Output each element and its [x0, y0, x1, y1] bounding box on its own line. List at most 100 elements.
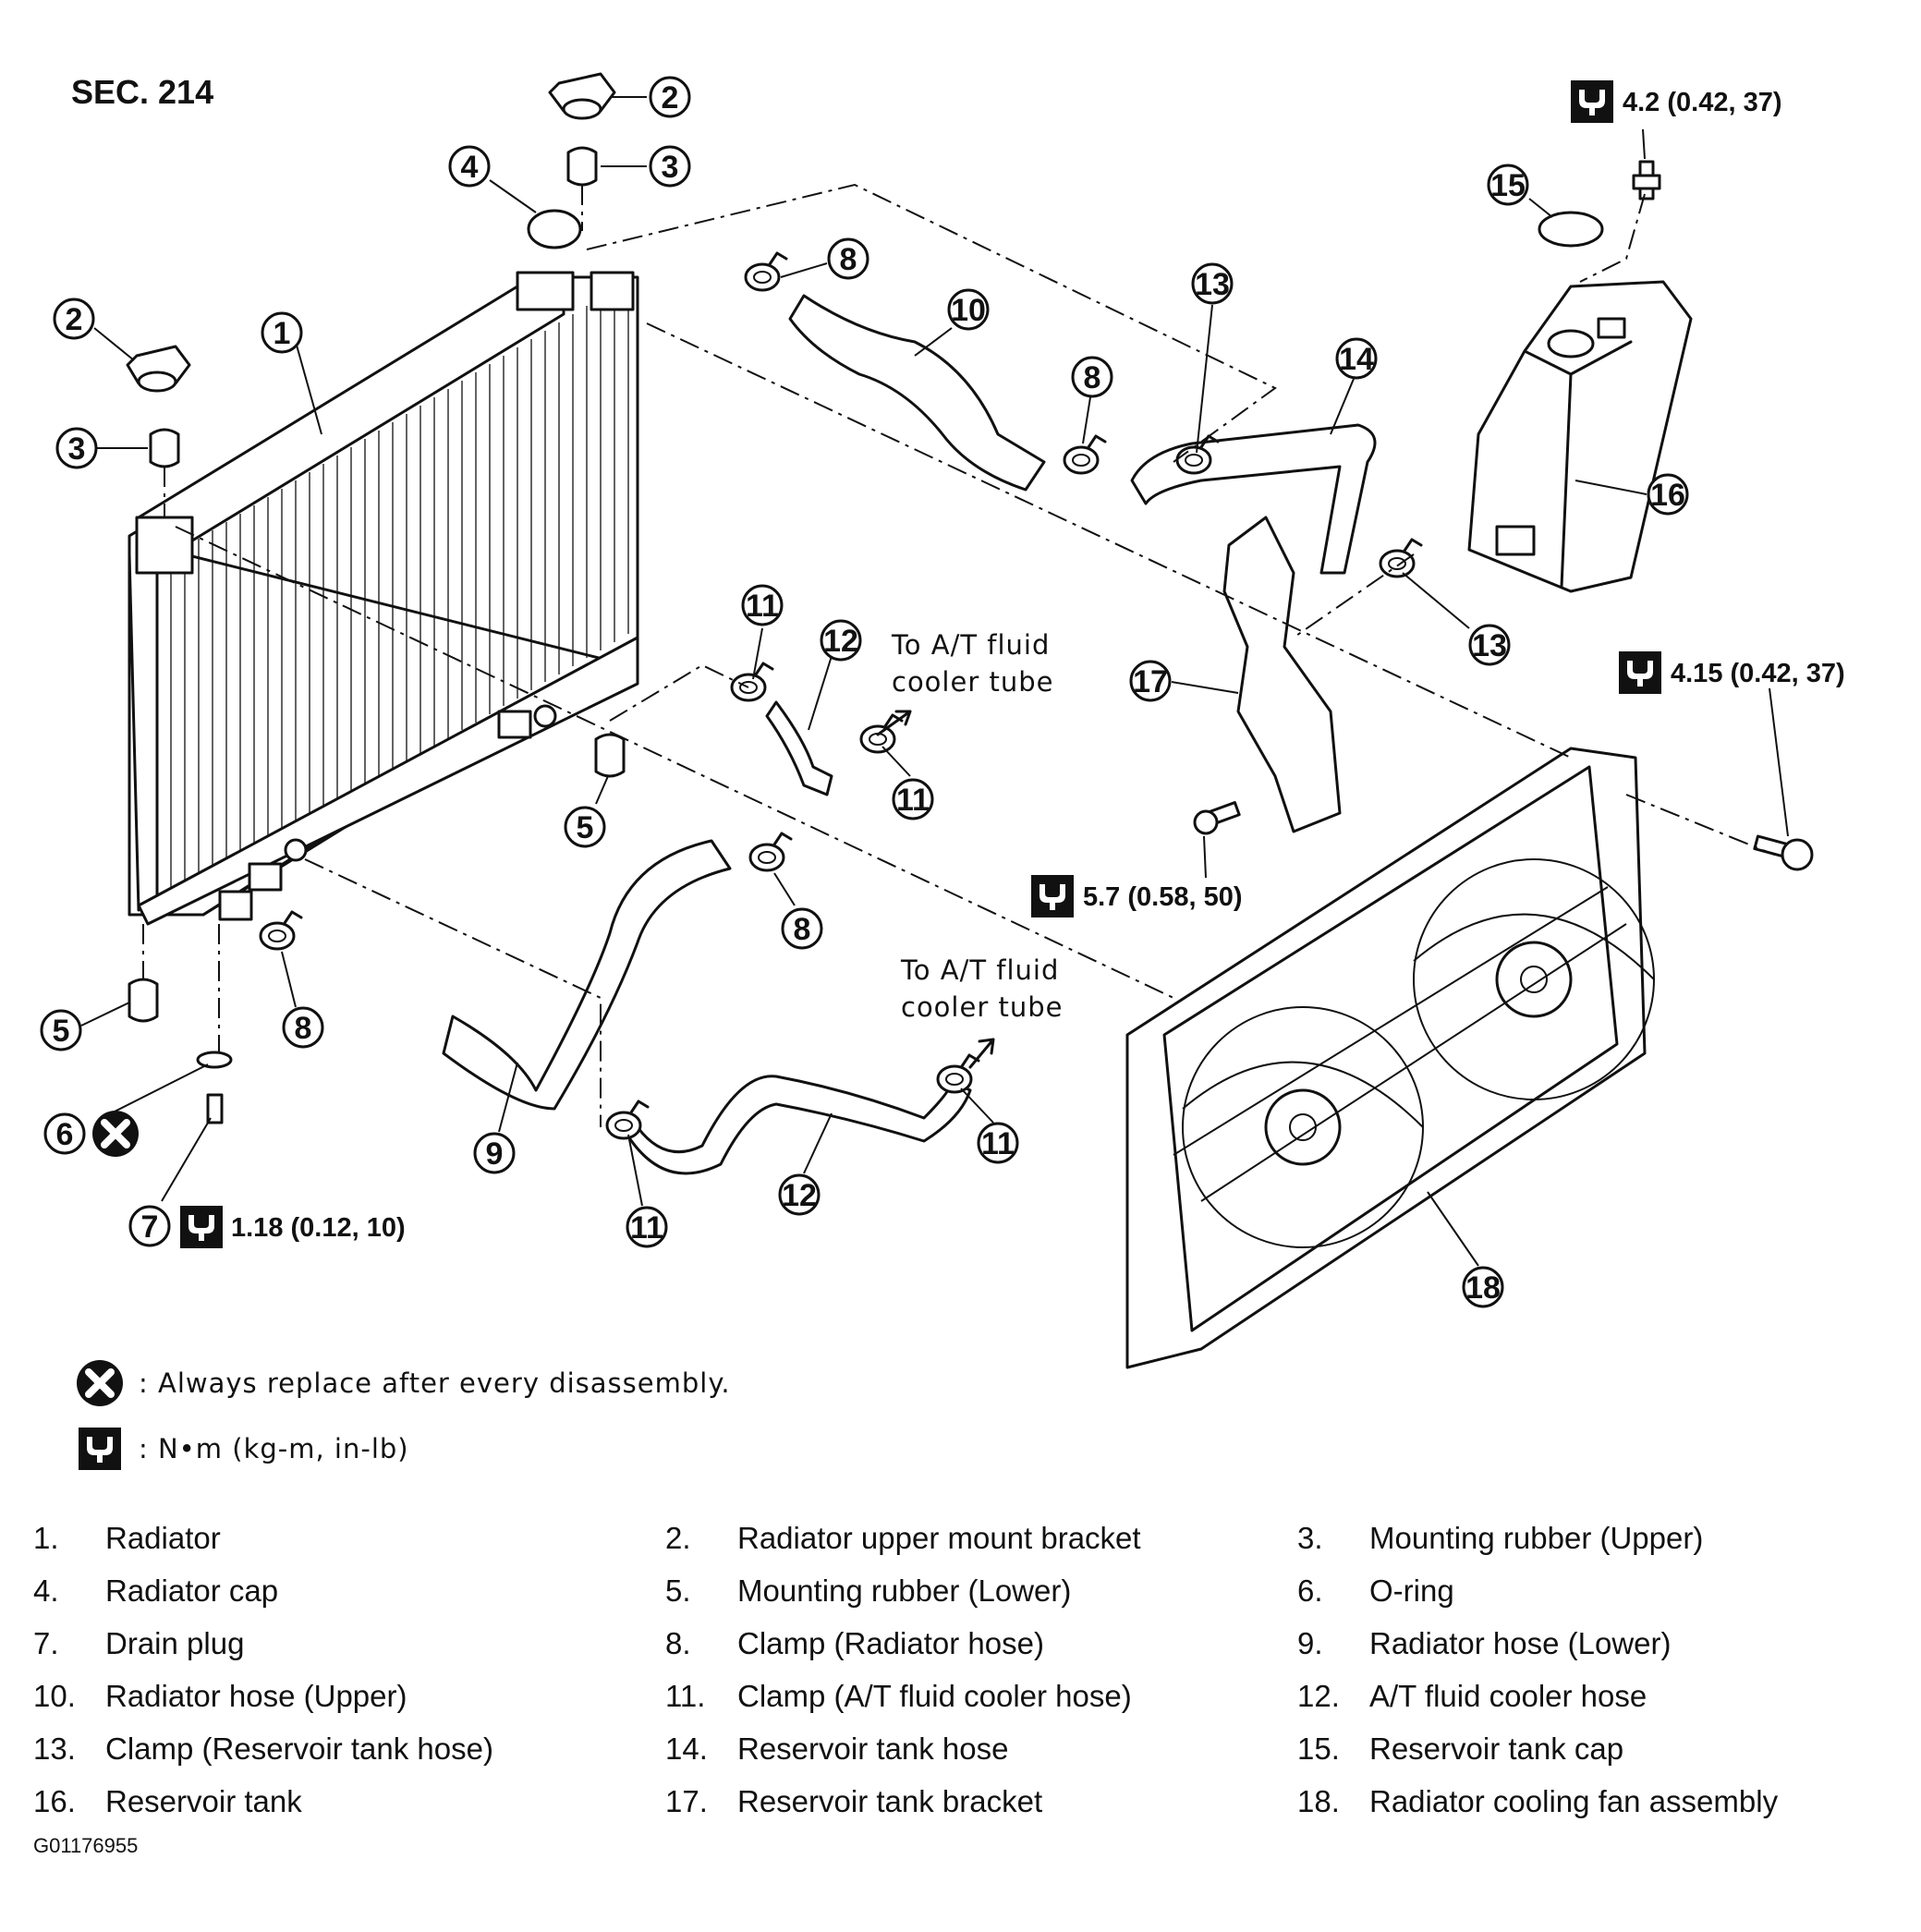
reservoir-bolt — [1632, 160, 1661, 200]
legend-number: 18. — [1297, 1784, 1340, 1818]
svg-text:5: 5 — [577, 810, 594, 845]
torque-drain-plug: 1.18 (0.12, 10) — [180, 1206, 406, 1248]
callout-3-top: 3 — [601, 145, 691, 188]
torque-icon — [1571, 80, 1613, 123]
clamp-reservoir-hose-2 — [1379, 538, 1423, 578]
svg-text:4.15 (0.42, 37): 4.15 (0.42, 37) — [1671, 659, 1845, 688]
at-cooler-hose-upper — [765, 700, 833, 796]
svg-text:12: 12 — [782, 1178, 817, 1213]
svg-text:: Always replace after every d: : Always replace after every disassembly… — [139, 1367, 731, 1399]
callout-15: 15 — [1487, 164, 1553, 218]
callout-12-b: 12 — [778, 1112, 833, 1216]
callout-14: 14 — [1330, 337, 1378, 435]
mounting-rubber-lower-right — [594, 733, 626, 778]
legend-number: 14. — [665, 1732, 708, 1766]
radiator-cap — [527, 209, 582, 249]
svg-text:16: 16 — [1650, 478, 1685, 513]
callout-13-b: 13 — [1402, 572, 1511, 666]
callout-18: 18 — [1427, 1191, 1504, 1308]
svg-text:3: 3 — [68, 431, 86, 467]
mounting-rubber-upper-left — [149, 428, 180, 468]
svg-text:15: 15 — [1490, 168, 1526, 203]
clamp-radiator-hose-upper-1 — [744, 251, 788, 292]
legend-number: 2. — [665, 1521, 691, 1555]
legend-number: 10. — [33, 1679, 76, 1713]
legend-number: 15. — [1297, 1732, 1340, 1766]
reservoir-tank-cap — [1538, 211, 1604, 248]
svg-text:To A/T fluid: To A/T fluid — [891, 629, 1050, 661]
legend-number: 11. — [665, 1679, 706, 1713]
callout-7: 7 — [128, 1117, 212, 1247]
key-replace: : Always replace after every disassembly… — [77, 1360, 731, 1406]
callout-8-right: 8 — [1071, 356, 1113, 444]
svg-text:5: 5 — [53, 1014, 70, 1049]
note-at-cooler-1: To A/T fluid cooler tube — [876, 629, 1052, 736]
svg-text:11: 11 — [896, 783, 930, 818]
svg-text:2: 2 — [662, 80, 679, 115]
legend-label: Reservoir tank hose — [737, 1732, 1009, 1766]
legend-label: Reservoir tank cap — [1369, 1732, 1624, 1766]
bracket-bolt — [1193, 801, 1241, 835]
svg-text:13: 13 — [1195, 267, 1230, 302]
svg-text:18: 18 — [1465, 1270, 1501, 1306]
callout-6: 6 — [43, 1063, 209, 1155]
replace-symbol-o-ring — [92, 1111, 139, 1157]
svg-text:3: 3 — [662, 150, 679, 185]
upper-mount-bracket-left — [126, 345, 191, 393]
svg-text:4.2 (0.42, 37): 4.2 (0.42, 37) — [1623, 88, 1782, 117]
svg-text:: N•m (kg-m, in-lb): : N•m (kg-m, in-lb) — [139, 1433, 409, 1464]
clamp-radiator-hose-lower-2 — [259, 910, 303, 951]
svg-text:cooler tube: cooler tube — [901, 991, 1063, 1023]
legend-label: Clamp (A/T fluid cooler hose) — [737, 1679, 1132, 1713]
mounting-rubber-upper-top — [566, 146, 598, 187]
callout-11-a: 11 — [741, 584, 784, 680]
radiator-cooling-fan-assembly — [1125, 747, 1655, 1369]
callout-1: 1 — [261, 311, 322, 435]
svg-text:17: 17 — [1133, 664, 1168, 699]
figure-code: G01176955 — [33, 1834, 139, 1857]
legend-label: Mounting rubber (Lower) — [737, 1574, 1072, 1608]
svg-text:8: 8 — [1084, 360, 1101, 395]
svg-text:12: 12 — [823, 624, 858, 659]
fan-bolt — [1753, 834, 1814, 871]
legend-label: A/T fluid cooler hose — [1369, 1679, 1647, 1713]
callout-5-left: 5 — [40, 1002, 130, 1051]
svg-text:9: 9 — [486, 1136, 504, 1172]
legend-number: 9. — [1297, 1626, 1323, 1660]
torque-icon — [1031, 875, 1074, 917]
legend-label: Radiator cooling fan assembly — [1369, 1784, 1779, 1818]
callout-17: 17 — [1129, 660, 1239, 702]
legend-number: 12. — [1297, 1679, 1340, 1713]
legend-label: Mounting rubber (Upper) — [1369, 1521, 1704, 1555]
svg-text:11: 11 — [630, 1210, 663, 1245]
callout-16: 16 — [1574, 473, 1689, 516]
torque-icon — [180, 1206, 223, 1248]
callout-11-c: 11 — [626, 1134, 668, 1248]
svg-text:7: 7 — [141, 1209, 159, 1245]
legend-number: 16. — [33, 1784, 76, 1818]
drain-plug — [206, 1093, 224, 1124]
callout-4: 4 — [448, 145, 537, 213]
note-at-cooler-2: To A/T fluid cooler tube — [900, 954, 1063, 1069]
svg-text:11: 11 — [746, 589, 779, 624]
callout-11-b: 11 — [881, 746, 934, 820]
torque-icon — [79, 1428, 121, 1470]
callout-2-left: 2 — [53, 298, 135, 361]
svg-text:1.18 (0.12, 10): 1.18 (0.12, 10) — [231, 1213, 406, 1243]
svg-text:14: 14 — [1339, 342, 1374, 377]
clamp-radiator-hose-upper-2 — [1063, 434, 1107, 475]
callout-11-d: 11 — [960, 1088, 1019, 1164]
svg-text:10: 10 — [951, 293, 986, 328]
callout-9: 9 — [473, 1062, 518, 1174]
svg-text:13: 13 — [1472, 628, 1507, 663]
legend-number: 6. — [1297, 1574, 1323, 1608]
legend-label: Clamp (Radiator hose) — [737, 1626, 1044, 1660]
legend-number: 13. — [33, 1732, 76, 1766]
legend-label: Clamp (Reservoir tank hose) — [105, 1732, 493, 1766]
legend-label: Radiator cap — [105, 1574, 279, 1608]
svg-text:8: 8 — [295, 1011, 312, 1046]
legend-number: 17. — [665, 1784, 708, 1818]
replace-symbol — [77, 1360, 123, 1406]
legend-label: Reservoir tank bracket — [737, 1784, 1043, 1818]
